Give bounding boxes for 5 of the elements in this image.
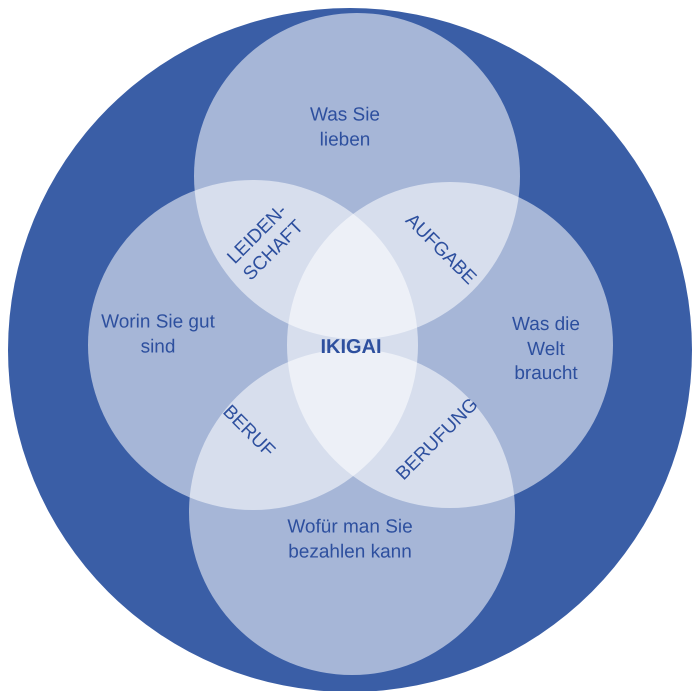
circle-label: Wofür man Sie bezahlen kann [286, 515, 414, 564]
circle-label: Worin Sie gut sind [100, 310, 216, 359]
circle-label: Was Sie lieben [308, 103, 382, 152]
circle-label: Was die Welt braucht [511, 312, 581, 386]
overlap-label: IKIGAI [319, 335, 383, 359]
